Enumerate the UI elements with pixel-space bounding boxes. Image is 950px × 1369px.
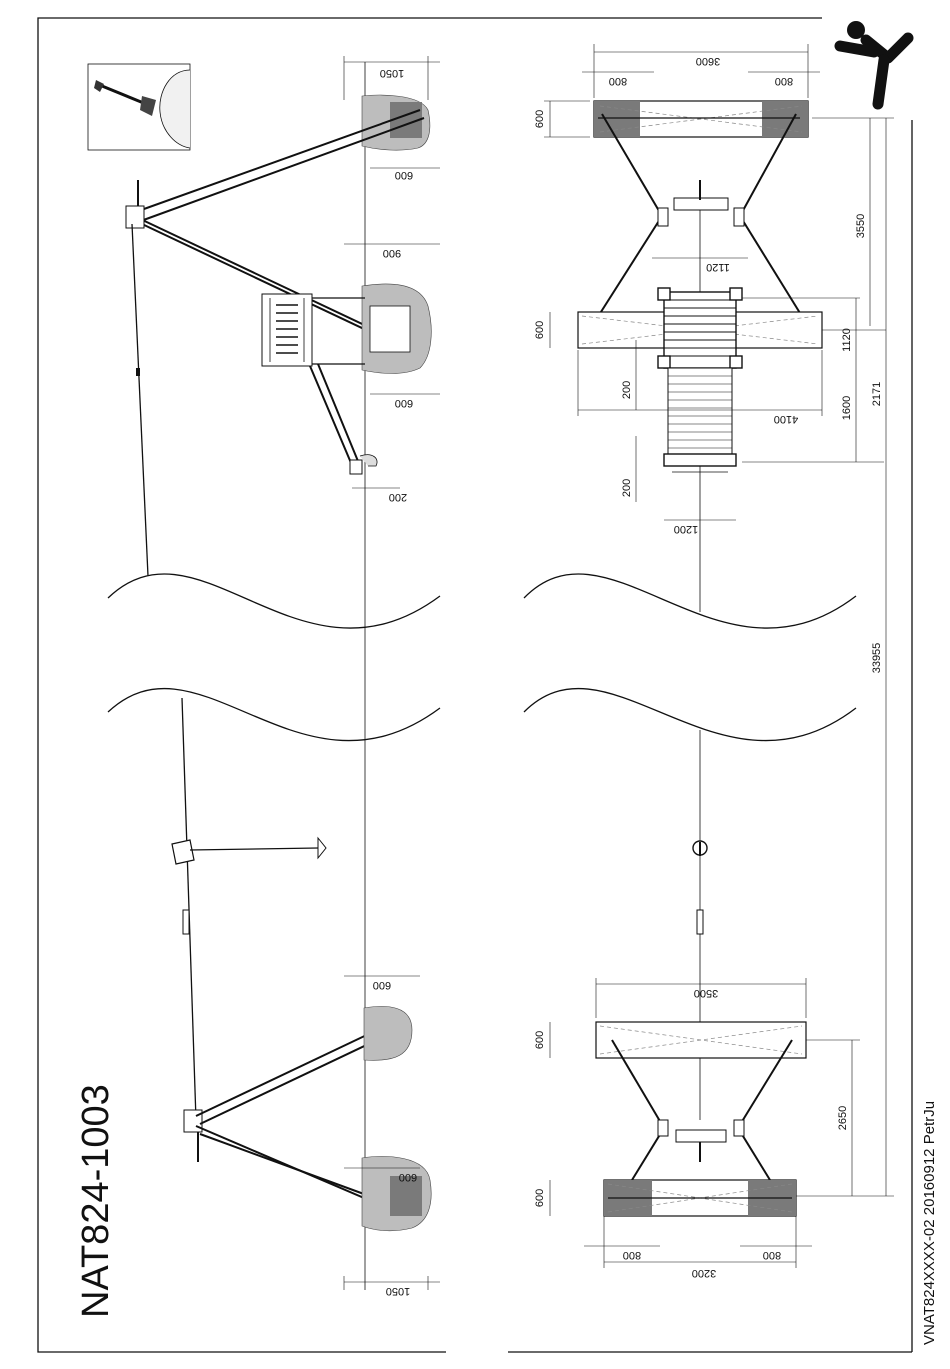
- dim-label: 600: [534, 110, 546, 128]
- dim-label: 3550: [855, 214, 867, 238]
- dim-label: 200: [621, 381, 633, 399]
- dim-label: 1050: [380, 67, 404, 79]
- drawing-number-title: NAT824-1003: [75, 1084, 117, 1318]
- dim-label: 200: [389, 491, 407, 503]
- dim-label: 600: [534, 1189, 546, 1207]
- dim-label: 800: [609, 75, 627, 87]
- dim-label: 1200: [674, 523, 698, 535]
- dim-label: 800: [763, 1249, 781, 1261]
- dim-label: 2171: [871, 382, 883, 406]
- dim-label: 2650: [837, 1106, 849, 1130]
- dim-label: 1120: [841, 328, 853, 352]
- dim-label: 600: [395, 397, 413, 409]
- dim-label: 600: [399, 1171, 417, 1183]
- side-view-dimension-lines: [344, 56, 440, 1290]
- dim-label: 4100: [774, 413, 798, 425]
- dim-label: 1120: [706, 261, 730, 273]
- dim-label: 800: [775, 75, 793, 87]
- plan-view-dimension-lines: [544, 44, 894, 1268]
- break-lines: [108, 574, 856, 741]
- kids-jumping-logo-icon: [840, 21, 908, 104]
- dim-label: 1600: [841, 396, 853, 420]
- shovel-digging-icon: [88, 64, 190, 150]
- dim-label: 800: [623, 1249, 641, 1261]
- dim-label: 200: [621, 479, 633, 497]
- dim-label: 600: [534, 321, 546, 339]
- dim-label: 900: [383, 247, 401, 259]
- dim-label: 3600: [696, 55, 720, 67]
- dim-label: 600: [373, 979, 391, 991]
- side-view-bottom: [172, 698, 431, 1231]
- document-code: VNAT824XXXX-02 20160912 PetrJu: [921, 1101, 938, 1345]
- dim-label: 3200: [692, 1267, 716, 1279]
- drawing-frame: [38, 18, 912, 1352]
- dim-label: 600: [534, 1031, 546, 1049]
- dim-label-total: 33955: [871, 643, 883, 674]
- dim-label: 3500: [694, 987, 718, 999]
- dim-label: 1050: [386, 1285, 410, 1297]
- plan-view-bottom: [596, 730, 806, 1216]
- dim-label: 600: [395, 169, 413, 181]
- plan-view-top: [578, 101, 822, 612]
- side-view-top: [126, 95, 431, 576]
